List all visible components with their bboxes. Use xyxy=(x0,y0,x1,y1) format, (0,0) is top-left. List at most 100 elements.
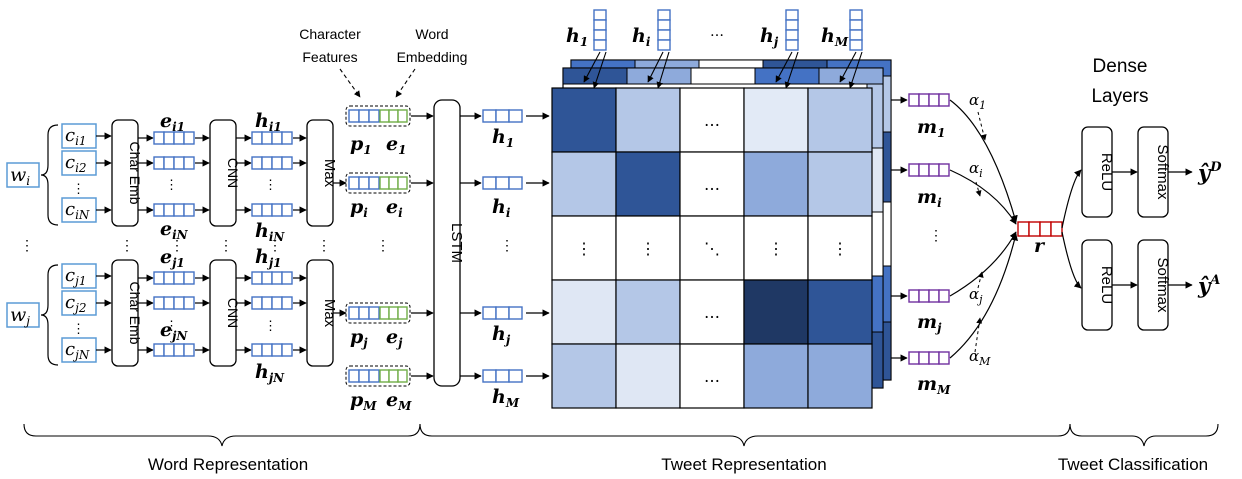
cnn-label-i: CNN xyxy=(225,158,241,188)
svg-text:hj: hj xyxy=(492,323,511,347)
annotation-character-features: Character Features xyxy=(299,26,361,98)
svg-text:ej: ej xyxy=(386,326,403,350)
arrows-grid-to-m xyxy=(891,96,908,362)
m-j-base: m xyxy=(917,311,937,333)
cnn-label-j: CNN xyxy=(225,298,241,328)
h-1-base: h xyxy=(492,126,506,148)
heatmap-cell xyxy=(551,279,617,345)
vdots-hw: ⋮ xyxy=(500,238,514,254)
e-i1-sub: i1 xyxy=(172,120,185,134)
p-i-sub: i xyxy=(363,206,368,220)
e-iN-sub: iN xyxy=(172,228,189,242)
e-j-sub: j xyxy=(396,336,403,350)
concat-p-e-vectors xyxy=(345,105,411,387)
char-inputs-j: cj1 cj2 ⋮ cjN xyxy=(61,263,97,363)
h-char-vector-3 xyxy=(251,271,293,285)
softmax-label-a: Softmax xyxy=(1154,257,1171,313)
e-i-base: e xyxy=(386,196,398,218)
c-j1-base: c xyxy=(65,265,75,286)
char-inputs-i: ci1 ci2 ⋮ ciN xyxy=(61,123,97,223)
svg-text:h1: h1 xyxy=(492,126,514,150)
h-char-vector-5 xyxy=(251,343,293,357)
section-word-representation: Word Representation xyxy=(148,455,308,474)
svg-text:hi: hi xyxy=(492,196,511,220)
arrows-r-to-relu xyxy=(1061,169,1082,289)
m-vector-0 xyxy=(908,93,950,107)
arrows-m-to-r xyxy=(949,99,1018,359)
p-1-sub: 1 xyxy=(363,143,371,157)
svg-text:cj1: cj1 xyxy=(65,265,86,288)
svg-text:wj: wj xyxy=(10,304,30,328)
hidden-word-vector-1 xyxy=(482,176,523,190)
vdots-h-mid: ⋮ xyxy=(268,238,282,254)
alpha-1-base: α xyxy=(969,91,979,109)
alpha-i-sub: i xyxy=(979,167,983,180)
h-j-sub: j xyxy=(504,333,511,347)
top-h-vector-2 xyxy=(785,9,799,51)
alpha-j-base: α xyxy=(969,285,979,303)
h-M-sub: M xyxy=(505,396,520,410)
y-D-sup: D xyxy=(1209,160,1222,175)
attention-heatmap: ……⋮⋮⋱⋮⋮…… xyxy=(551,87,873,409)
svg-text:hM: hM xyxy=(492,386,520,410)
c-i2-sub: i2 xyxy=(75,161,86,175)
h-char-vectors xyxy=(251,131,293,357)
c-i2-base: c xyxy=(65,152,75,173)
svg-text:αM: αM xyxy=(969,347,991,368)
heatmap-cell xyxy=(615,279,681,345)
m-M-sub: M xyxy=(936,383,951,397)
r-label: r xyxy=(1034,235,1046,257)
word-emb-line1: Word xyxy=(415,26,448,42)
heatmap-cell xyxy=(615,87,681,153)
top-h-M-sub: M xyxy=(834,35,849,49)
top-ellipsis: … xyxy=(710,24,724,40)
softmax-block-d: Softmax xyxy=(1137,126,1171,218)
svg-text:mM: mM xyxy=(917,373,951,397)
e-1-base: e xyxy=(386,133,398,155)
heatmap-cell xyxy=(551,215,617,281)
top-h-M-base: h xyxy=(821,25,835,47)
relu-block-a: ReLU xyxy=(1081,239,1115,331)
svg-text:m1: m1 xyxy=(917,116,945,140)
svg-text:αi: αi xyxy=(969,159,983,180)
e-j1-base: e xyxy=(160,246,172,268)
vdots-hj: ⋮ xyxy=(264,319,277,334)
h-char-vector-0 xyxy=(251,131,293,145)
h-j1-base: h xyxy=(255,246,269,268)
c-jN-base: c xyxy=(65,339,75,360)
relu-label-d: ReLU xyxy=(1098,153,1115,191)
y-A-sup: A xyxy=(1208,273,1220,288)
vdots-max: ⋮ xyxy=(317,238,331,254)
svg-text:cj2: cj2 xyxy=(65,292,86,315)
heatmap-cell xyxy=(743,343,809,409)
svg-text:cjN: cjN xyxy=(65,339,90,362)
svg-text:ŷD: ŷD xyxy=(1197,160,1222,185)
h-iN-base: h xyxy=(255,220,269,242)
heatmap-cell-text: ⋮ xyxy=(832,239,848,258)
p-1-base: p xyxy=(350,133,364,155)
top-h-vector-0 xyxy=(593,9,607,51)
e-i1-base: e xyxy=(160,110,172,132)
vdots-ej: ⋮ xyxy=(165,319,178,334)
arrows-char-to-emb xyxy=(96,132,112,354)
h-i1-sub: i1 xyxy=(269,120,282,134)
c-j2-base: c xyxy=(65,292,75,313)
h-M-base: h xyxy=(492,386,506,408)
alpha-j-sub: j xyxy=(976,293,983,306)
h-jN-base: h xyxy=(255,361,269,383)
relu-block-d: ReLU xyxy=(1081,126,1115,218)
heatmap-cell-text: ⋱ xyxy=(704,239,720,258)
top-h-j-base: h xyxy=(760,25,774,47)
h-i-sub: i xyxy=(506,206,511,220)
m-1-sub: 1 xyxy=(937,126,945,140)
heatmap-cell-text: … xyxy=(704,303,720,322)
alpha-dashed-arrows xyxy=(974,111,987,353)
dense-layers-line2: Layers xyxy=(1091,86,1148,107)
h-iN-sub: iN xyxy=(269,230,286,244)
p-i-base: p xyxy=(350,196,364,218)
m-vectors xyxy=(908,93,950,365)
vdots-ei: ⋮ xyxy=(165,178,178,193)
r-vector-cells xyxy=(1017,221,1063,237)
svg-text:wi: wi xyxy=(10,164,30,188)
m-vector-2 xyxy=(908,289,950,303)
